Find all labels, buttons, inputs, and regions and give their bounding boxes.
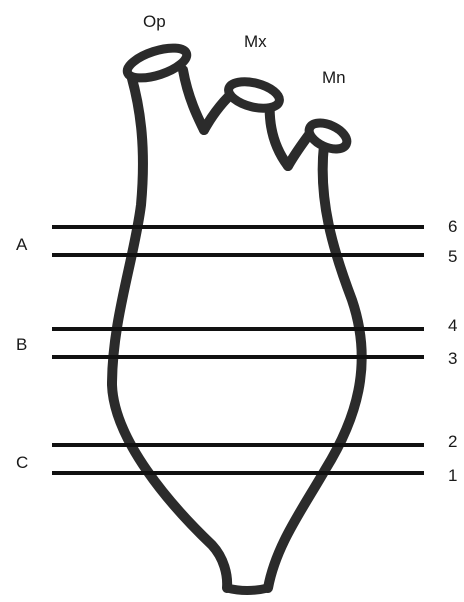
- vessel-base: [227, 588, 268, 591]
- line-number-1: 1: [448, 466, 457, 485]
- label-op: Op: [143, 12, 166, 31]
- line-number-3: 3: [448, 349, 457, 368]
- line-number-5: 5: [448, 247, 457, 266]
- line-number-4: 4: [448, 316, 457, 335]
- section-label-c: C: [16, 453, 28, 472]
- label-mn: Mn: [322, 68, 346, 87]
- section-label-b: B: [16, 335, 27, 354]
- label-mx: Mx: [244, 32, 267, 51]
- line-number-6: 6: [448, 217, 457, 236]
- line-number-2: 2: [448, 432, 457, 451]
- section-label-a: A: [16, 235, 28, 254]
